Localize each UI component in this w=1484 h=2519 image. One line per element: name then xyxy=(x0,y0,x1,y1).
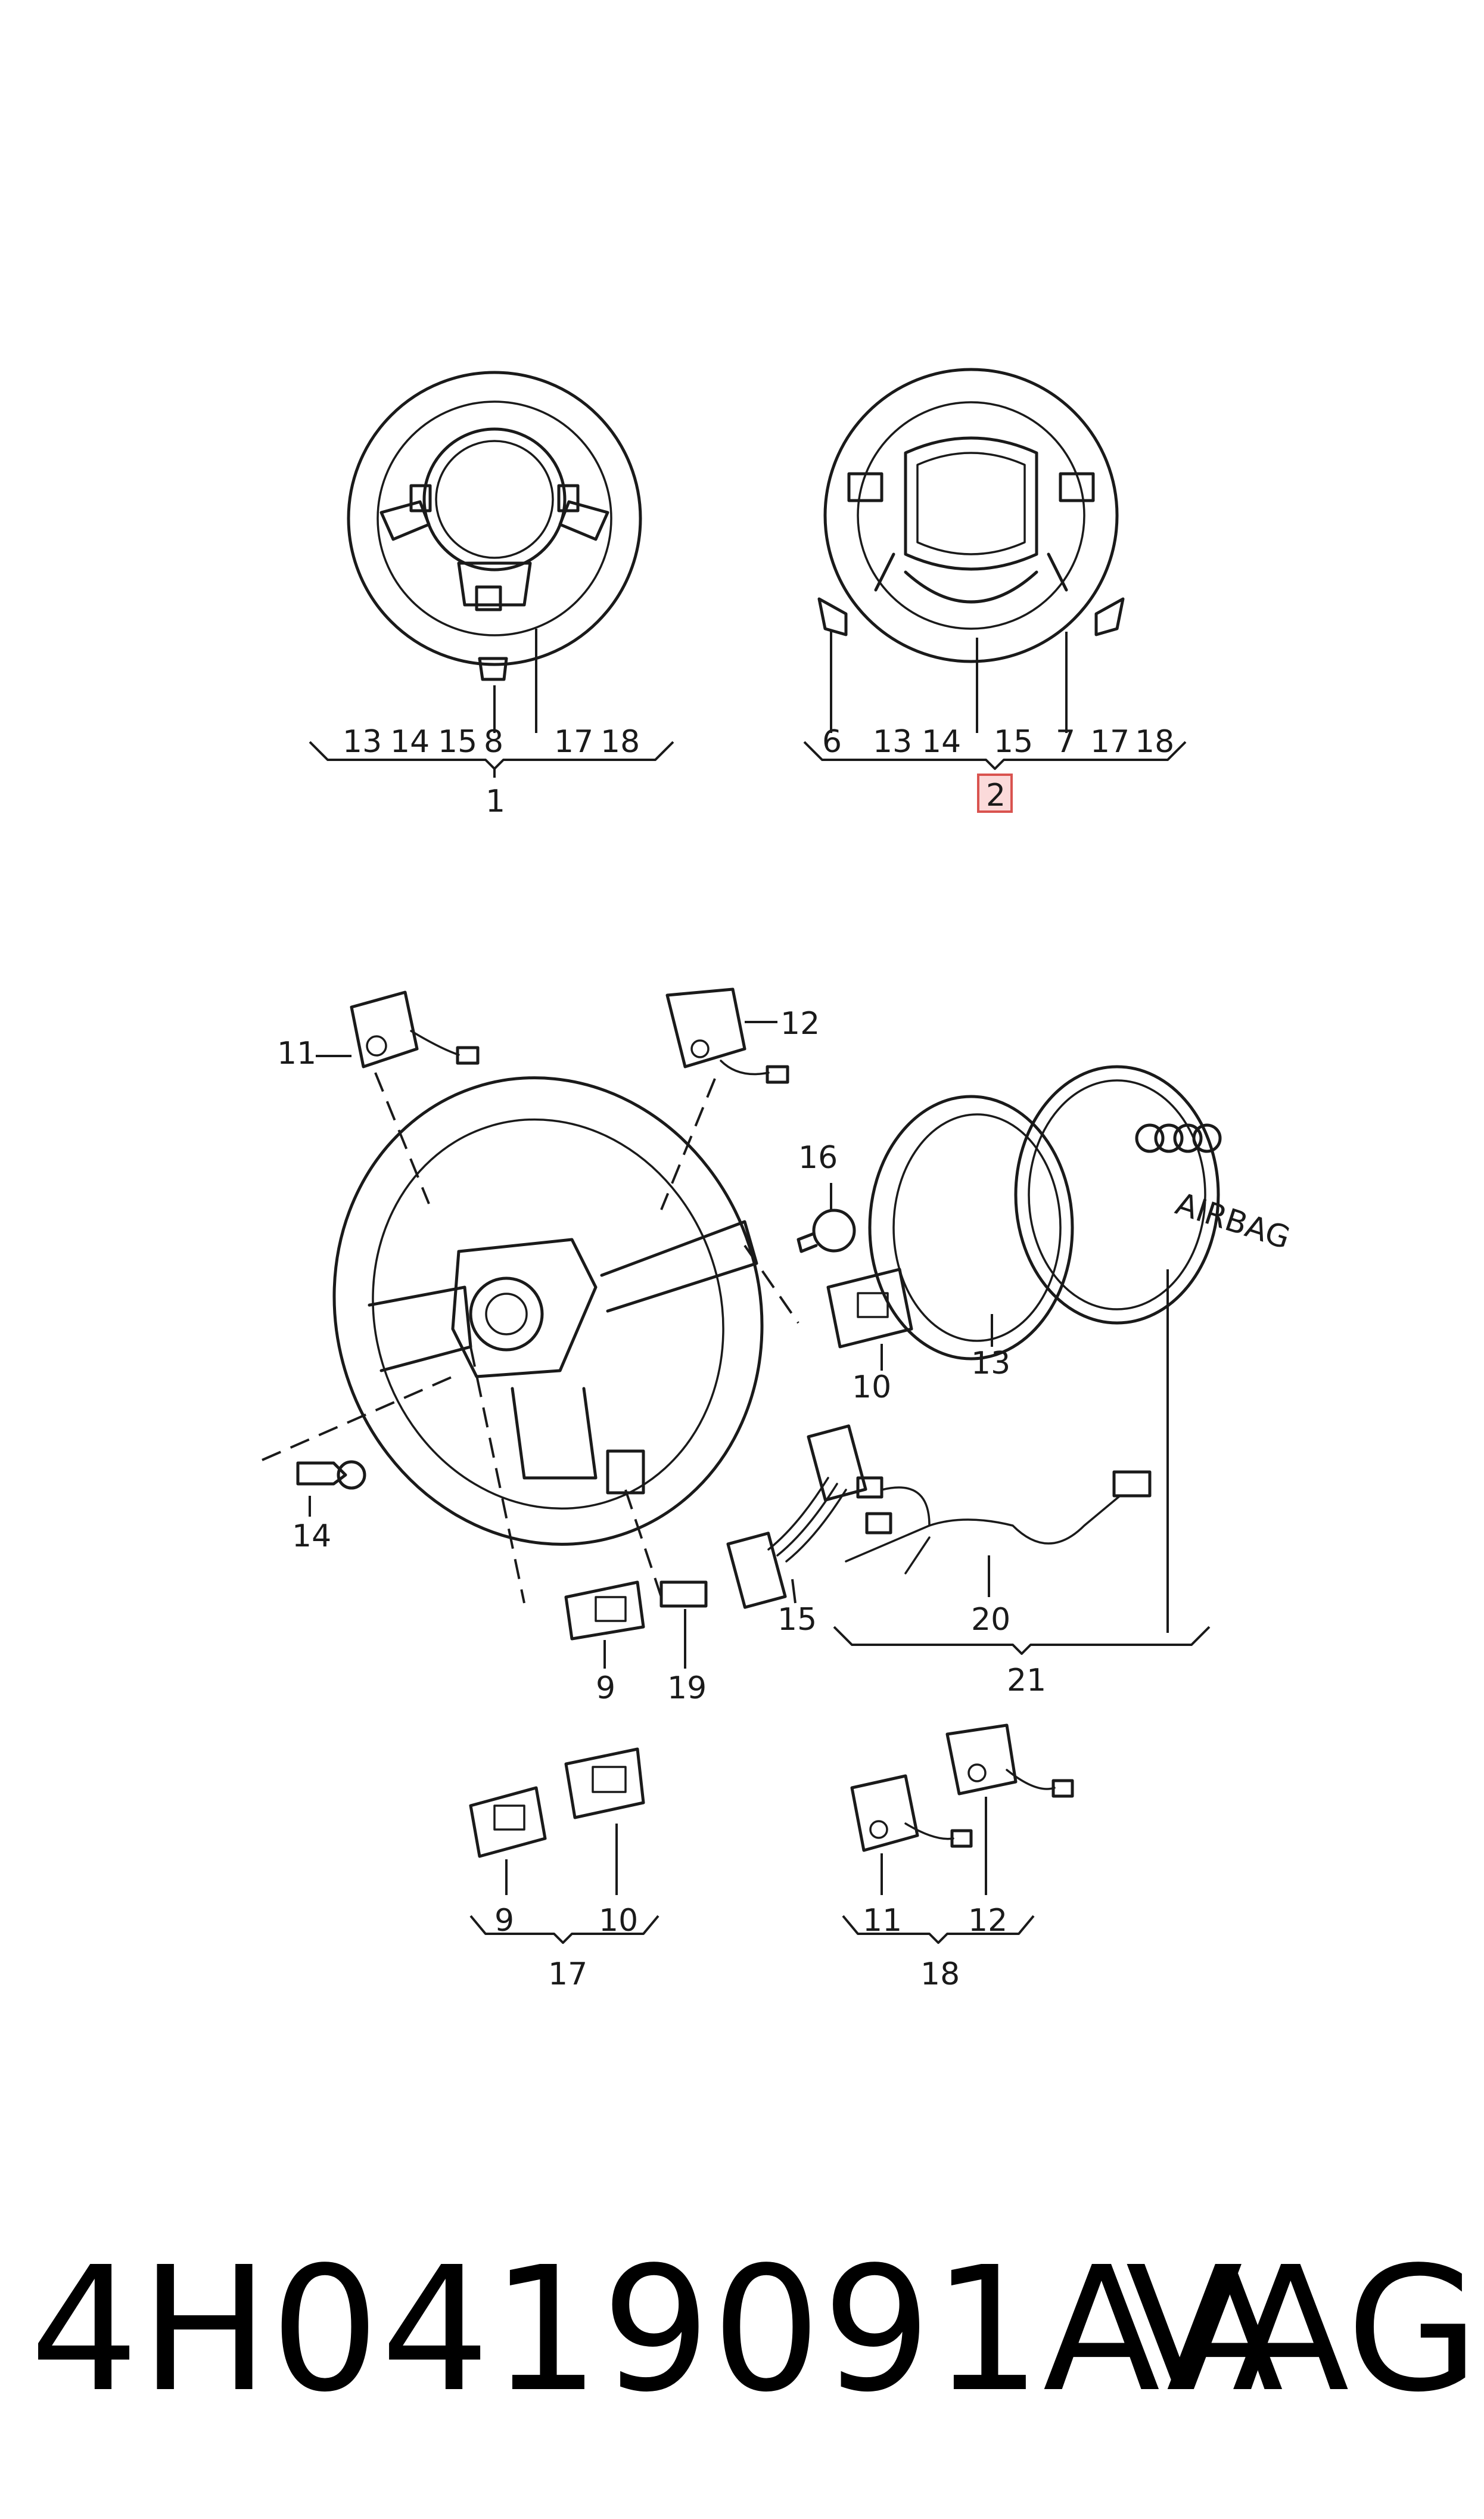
exploded-callout: 10 xyxy=(852,1369,891,1405)
wheel-2-callout: 17 xyxy=(1090,724,1130,760)
airbag-module-13: AIRBAG xyxy=(868,1065,1295,1361)
exploded-callout: 19 xyxy=(667,1670,707,1706)
set-18-label: 18 xyxy=(920,1956,960,1992)
wheel-1-callout: 15 xyxy=(438,724,477,760)
brand-name: VAG xyxy=(1125,2230,1479,2430)
wheel-2-callout: 15 xyxy=(994,724,1033,760)
group-21-label: 21 xyxy=(1007,1663,1046,1698)
exploded-callout: 13 xyxy=(971,1346,1010,1381)
screw-16 xyxy=(797,1183,856,1253)
exploded-callout: 16 xyxy=(798,1140,838,1176)
exploded-callout: 20 xyxy=(971,1602,1010,1638)
wheel-1-label: 1 xyxy=(486,784,505,819)
exploded-callout: 11 xyxy=(277,1036,316,1071)
wiring-harness-15 xyxy=(726,1424,867,1609)
exploded-steering-wheel xyxy=(262,1072,799,1604)
set-17-brace xyxy=(469,1915,659,1944)
wheel-2-brace xyxy=(803,741,1187,770)
steering-wheel-2 xyxy=(817,368,1125,733)
switch-11 xyxy=(316,990,480,1069)
switch-12 xyxy=(665,987,789,1084)
wheel-1-callout: 17 xyxy=(554,724,593,760)
airbag-logo-text: AIRBAG xyxy=(1171,1186,1295,1256)
wheel-2-callout: 13 xyxy=(873,724,912,760)
cable-20 xyxy=(845,1470,1152,1597)
switch-set-18: 11 12 18 xyxy=(842,1723,1074,1992)
exploded-callouts: 11 12 16 10 13 14 15 20 9 19 21 xyxy=(277,1006,1046,1706)
wheel-1-callout: 13 xyxy=(343,724,382,760)
group-21-brace xyxy=(833,1626,1211,1655)
wheel-1-callout: 8 xyxy=(484,724,503,760)
set-18-brace xyxy=(842,1915,1035,1944)
switch-set-17: 9 10 17 xyxy=(469,1747,659,1992)
wheel-1-callout: 14 xyxy=(390,724,430,760)
badge-19 xyxy=(659,1580,708,1669)
screw-14 xyxy=(296,1460,366,1517)
wheel-2-callout: 18 xyxy=(1135,724,1174,760)
switch-9 xyxy=(564,1580,645,1669)
exploded-callout: 12 xyxy=(780,1006,820,1042)
wheel-2-callout: 7 xyxy=(1056,724,1075,760)
exploded-callout: 15 xyxy=(777,1602,817,1638)
exploded-callout: 14 xyxy=(292,1518,331,1554)
wheel-2-label-highlight xyxy=(977,774,1013,813)
wheel-1-callouts: 13 14 15 8 17 18 1 xyxy=(309,724,674,819)
footer: 4H0419091AA VAG xyxy=(0,2241,1484,2419)
steering-wheel-1 xyxy=(347,371,642,733)
part-number: 4H0419091AA xyxy=(30,2230,1285,2430)
wheel-2-callout: 14 xyxy=(922,724,961,760)
wheel-1-callout: 18 xyxy=(601,724,640,760)
exploded-callout: 9 xyxy=(596,1670,615,1706)
wheel-2-callouts: 6 13 14 15 7 17 18 2 xyxy=(803,724,1187,813)
wheel-2-label: 2 xyxy=(986,778,1006,813)
set-17-label: 17 xyxy=(548,1956,587,1992)
wheel-2-callout: 6 xyxy=(822,724,842,760)
